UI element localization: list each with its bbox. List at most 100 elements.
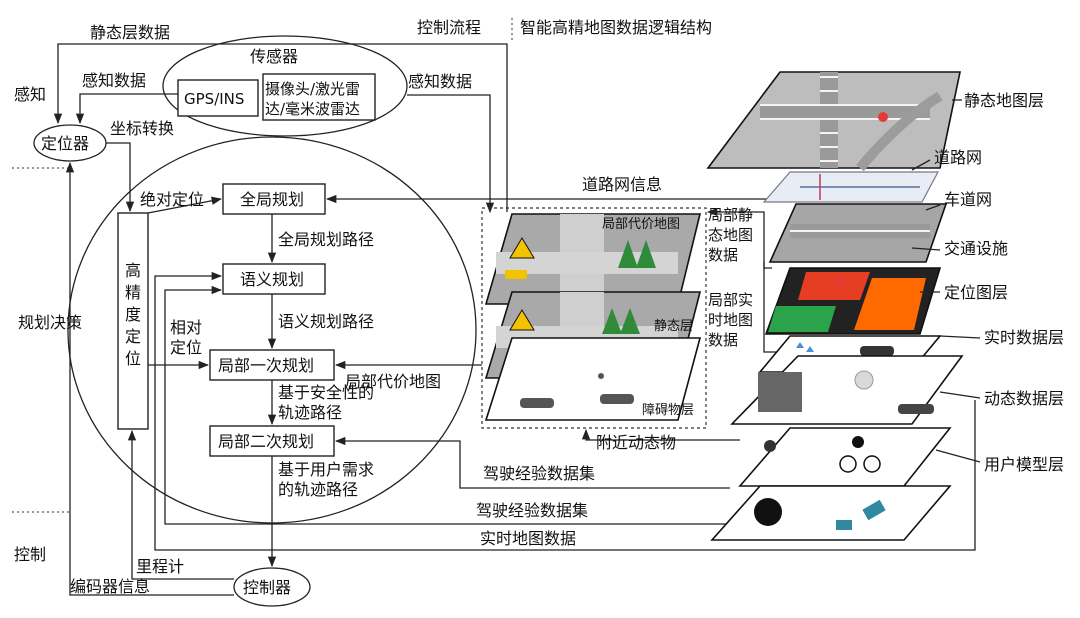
local-cost-map-label: 局部代价地图 xyxy=(345,372,441,391)
local-static-map-line-1: 局部静 xyxy=(708,206,753,224)
nearby-dynamic-arrow xyxy=(581,428,740,441)
section-planning: 规划决策 xyxy=(18,313,82,332)
odometer-arrow xyxy=(127,429,234,580)
local-realtime-map-line-3: 数据 xyxy=(708,331,738,349)
vehicle-icon xyxy=(862,499,886,521)
hd-loc-char-1: 高 xyxy=(125,261,141,280)
user-need-path-line-2: 的轨迹路径 xyxy=(278,480,358,499)
head-icon xyxy=(754,498,782,526)
sensor-ellipse xyxy=(162,35,408,137)
layer-static-map-label: 静态地图层 xyxy=(964,91,1044,110)
car-icon xyxy=(600,394,634,404)
obstacle-layer-label: 障碍物层 xyxy=(642,403,694,418)
semantic-path-label: 语义规划路径 xyxy=(278,312,374,331)
driving-experience-2-arrow xyxy=(164,285,740,525)
local-planning-2-box xyxy=(209,425,335,457)
realtime-map-data-label: 实时地图数据 xyxy=(480,529,576,548)
leader-road-network xyxy=(911,159,931,171)
cost-map-layer-label: 局部代价地图 xyxy=(602,217,680,232)
nearby-dynamic-label: 附近动态物 xyxy=(596,433,676,452)
localization-heatmap-2 xyxy=(854,278,926,330)
section-control: 控制 xyxy=(14,545,46,564)
coord-transform-arrow xyxy=(106,142,135,213)
coord-transform-label: 坐标转换 xyxy=(110,119,174,138)
safety-path-line-2: 轨迹路径 xyxy=(278,403,342,422)
diagram-title: 智能高精地图数据逻辑结构 xyxy=(520,18,712,37)
bicycle-wheel-icon xyxy=(863,455,881,473)
safety-path-line-1: 基于安全性的 xyxy=(278,383,374,402)
global-path-label: 全局规划路径 xyxy=(278,230,374,249)
controller-node xyxy=(233,567,311,607)
gps-ins-label: GPS/INS xyxy=(184,90,244,108)
tree-icon xyxy=(602,308,622,334)
hd-localization-box xyxy=(117,212,149,430)
camera-lidar-line-1: 摄像头/激光雷 xyxy=(265,80,360,98)
layer-localization-label: 定位图层 xyxy=(944,283,1008,302)
static-map-road-v xyxy=(820,72,838,168)
leader-realtime-data xyxy=(939,335,981,339)
layer-lane-network-label: 车道网 xyxy=(944,190,992,209)
perception-data-left-arrow xyxy=(75,93,178,125)
hd-loc-char-2: 精 xyxy=(125,283,141,302)
leader-dynamic-data xyxy=(939,391,981,399)
layer-user-model-label: 用户模型层 xyxy=(984,455,1064,474)
encoder-info-label: 编码器信息 xyxy=(70,577,150,596)
driving-experience-2-label: 驾驶经验数据集 xyxy=(476,501,588,520)
odometer-label: 里程计 xyxy=(136,557,184,576)
hd-loc-char-4: 定 xyxy=(125,327,141,346)
leader-user-model xyxy=(935,449,981,463)
local-static-map-line-3: 数据 xyxy=(708,246,738,264)
static-layer-data-arrow xyxy=(53,43,508,212)
semantic-planning-box xyxy=(222,263,326,295)
leader-lane-network xyxy=(925,204,941,211)
relative-loc-line-1: 相对 xyxy=(170,318,202,337)
pedestrian-icon xyxy=(854,370,874,390)
car-icon xyxy=(860,346,894,356)
localization-heatmap xyxy=(798,272,870,300)
section-perception: 感知 xyxy=(14,85,46,104)
warning-sign-icon xyxy=(509,309,535,331)
car-icon xyxy=(520,398,554,408)
rain-icon xyxy=(796,342,814,352)
layer-dynamic-data-label: 动态数据层 xyxy=(984,389,1064,408)
perception-data-right-label: 感知数据 xyxy=(408,72,472,91)
perception-data-right-arrow xyxy=(407,94,495,214)
controller-label: 控制器 xyxy=(243,578,291,597)
parking-cars-icon xyxy=(758,372,802,412)
hd-loc-char-3: 度 xyxy=(125,305,141,324)
layer-road-network-label: 道路网 xyxy=(934,148,982,167)
tree-icon xyxy=(618,240,638,268)
vehicle-icon xyxy=(836,520,852,530)
hd-loc-char-5: 位 xyxy=(125,349,141,368)
camera-lidar-line-2: 达/毫米波雷达 xyxy=(265,100,360,118)
sign-board-icon xyxy=(505,270,527,279)
driving-experience-1-label: 驾驶经验数据集 xyxy=(483,464,595,483)
tree-icon xyxy=(620,308,640,334)
bicycle-wheel-icon xyxy=(839,455,857,473)
traffic-sign-icon xyxy=(835,277,845,287)
lane-network-road xyxy=(790,224,930,238)
encoder-info-arrow xyxy=(65,161,234,596)
local-static-map-line-2: 态地图 xyxy=(708,226,753,244)
local-realtime-map-arrow xyxy=(763,262,780,353)
semantic-planning-label: 语义规划 xyxy=(240,270,304,289)
global-planning-label: 全局规划 xyxy=(240,190,304,209)
static-map-ramp xyxy=(856,91,943,172)
pedestrian-icon xyxy=(598,373,604,379)
local-static-map-arrow xyxy=(706,207,772,269)
user-need-path-line-1: 基于用户需求 xyxy=(278,460,374,479)
layer-traffic-facilities-label: 交通设施 xyxy=(944,239,1008,258)
static-layer-label: 静态层 xyxy=(654,319,693,334)
local-realtime-map-line-1: 局部实 xyxy=(708,291,753,309)
cyclist-icon xyxy=(852,436,864,448)
person-icon xyxy=(764,440,776,452)
tree-icon xyxy=(636,240,656,268)
car-icon xyxy=(898,404,934,414)
road-network-info-label: 道路网信息 xyxy=(582,175,662,194)
camera-lidar-box xyxy=(262,73,376,121)
absolute-loc-arrow xyxy=(147,196,223,214)
leader-traffic-facilities xyxy=(911,247,941,251)
sensor-title: 传感器 xyxy=(250,47,298,66)
